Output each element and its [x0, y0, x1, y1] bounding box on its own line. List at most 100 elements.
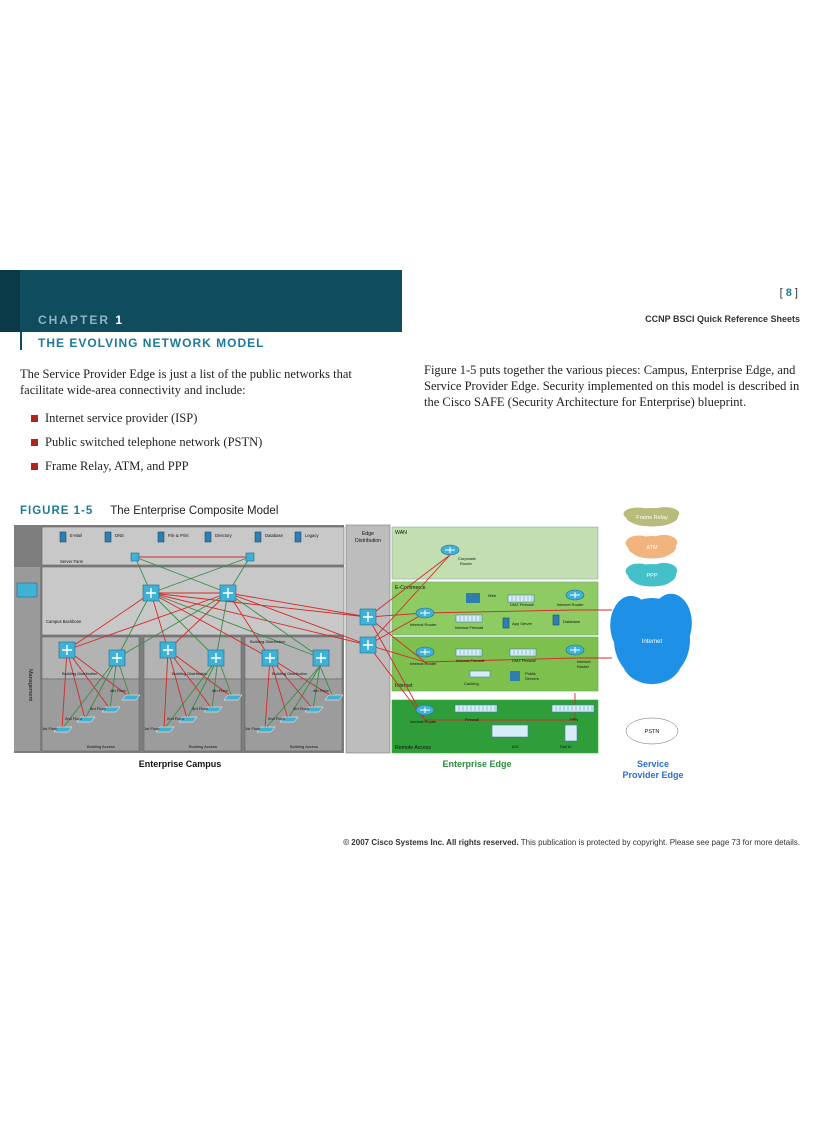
- firewall-label: Firewall: [465, 717, 479, 722]
- internet-router-label: Internet: [577, 659, 591, 664]
- access-uplink: [84, 657, 118, 720]
- access-uplink: [61, 649, 68, 730]
- switch-arrows-icon: [163, 645, 173, 655]
- right-paragraph: Figure 1-5 puts together the various pie…: [424, 363, 800, 409]
- uplink: [150, 592, 217, 659]
- page-number-value: 8: [785, 287, 792, 299]
- diagram-layer: EdgeDistributionWANE-CommerceInternetRem…: [14, 507, 692, 780]
- workstation-icon: [256, 726, 276, 733]
- server-label: Directory: [215, 533, 233, 538]
- access-uplink: [66, 649, 131, 698]
- edge-module-link: [367, 616, 426, 721]
- ecommerce-label: E-Commerce: [395, 585, 426, 591]
- internet-module: [391, 636, 599, 692]
- chapter-number: 1: [115, 313, 125, 327]
- page-number: [ 8 ]: [779, 287, 798, 299]
- access-uplink: [312, 665, 321, 710]
- workstation-icon: [304, 706, 324, 713]
- workstation-icon: [76, 716, 96, 723]
- access-uplink: [167, 649, 188, 720]
- server-farm-uplink: [134, 556, 229, 594]
- ppn-label: PPN: [570, 717, 578, 722]
- service-provider-edge-caption: Provider Edge: [622, 770, 683, 780]
- dmz-firewall-label: DMZ Firewall: [512, 658, 536, 663]
- switch-arrows-icon: [146, 588, 156, 598]
- server-farm-uplink: [150, 556, 251, 594]
- campus-backbone-label: Campus Backbone: [46, 619, 82, 624]
- building-distribution-label: Building Distribution: [62, 671, 97, 676]
- internet-cloud-label: Internet: [642, 639, 663, 645]
- server-icon: [204, 531, 212, 543]
- uplink: [227, 592, 271, 659]
- uplink: [66, 592, 229, 651]
- series-name: CCNP BSCI Quick Reference Sheets: [645, 314, 800, 324]
- edge-uplink: [150, 592, 369, 646]
- uplink: [150, 592, 271, 659]
- access-uplink: [287, 665, 321, 720]
- building-access-panel: [244, 678, 343, 752]
- server-icon: [104, 531, 112, 543]
- server-icon: [59, 531, 67, 543]
- workstation-icon: [203, 706, 223, 713]
- server-farm-switch-icon: [245, 552, 255, 562]
- access-uplink: [264, 657, 271, 730]
- uplink: [150, 592, 169, 651]
- dmz-firewall-label: DMZ Firewall: [510, 602, 534, 607]
- uplink: [167, 592, 229, 651]
- firewall-icon: [454, 704, 498, 713]
- access-uplink: [211, 657, 219, 710]
- uplink: [66, 592, 152, 651]
- uplink: [116, 592, 229, 659]
- router-arrows-icon: [420, 707, 430, 713]
- floor-label: 4th Floor: [110, 688, 126, 693]
- ppn-icon: [551, 704, 595, 713]
- edge-module-link: [367, 644, 426, 721]
- floor-label: 3rd Floor: [293, 706, 310, 711]
- building-access-label: Building Access: [290, 744, 318, 749]
- workstation-icon: [324, 694, 344, 701]
- title-rule: [20, 332, 22, 350]
- ecommerce-link: [424, 609, 576, 614]
- floor-label: 4th Floor: [212, 688, 228, 693]
- dial-in-label: Dial In: [560, 744, 571, 749]
- server-label: Database: [265, 533, 284, 538]
- server-farm-label: Server Farm: [60, 559, 84, 564]
- edge-module-link: [367, 554, 451, 618]
- management-panel: [14, 567, 40, 751]
- frame-relay-cloud: [631, 515, 673, 527]
- building-access-label: Building Access: [87, 744, 115, 749]
- workstation-icon: [101, 706, 121, 713]
- bullet-item: Frame Relay, ATM, and PPP: [20, 458, 380, 474]
- internet-cloud: [621, 633, 683, 685]
- left-column: The Service Provider Edge is just a list…: [20, 366, 380, 482]
- building-access-label: Building Access: [189, 744, 217, 749]
- switch-arrows-icon: [265, 653, 275, 663]
- access-uplink: [167, 649, 213, 710]
- floor-label: 1st Floor: [42, 726, 58, 731]
- service-provider-edge-caption: Service: [637, 759, 669, 769]
- access-uplink: [319, 665, 334, 698]
- ids-label: IDS: [512, 744, 519, 749]
- router-arrows-icon: [570, 592, 580, 598]
- internal-firewall-label: Internal Firewall: [456, 658, 484, 663]
- copyright-text: This publication is protected by copyrig…: [520, 838, 800, 847]
- frame-relay-label: Frame Relay: [636, 515, 668, 521]
- app-server-label: App Server: [512, 621, 533, 626]
- workstation-icon: [178, 716, 198, 723]
- internal-firewall-label: Internal Firewall: [455, 625, 483, 630]
- floor-label: 2nd Floor: [268, 716, 286, 721]
- internet-link: [424, 657, 576, 663]
- access-uplink: [163, 649, 169, 730]
- switch-arrows-icon: [62, 645, 72, 655]
- atm-label: ATM: [646, 545, 658, 551]
- caching-icon: [469, 670, 491, 678]
- wan-module: [391, 526, 599, 580]
- switch-arrows-icon: [223, 588, 233, 598]
- figure-number: FIGURE 1-5: [20, 505, 94, 517]
- chapter-word: CHAPTER: [38, 313, 111, 327]
- access-uplink: [163, 657, 219, 730]
- internet-module-label: Internet: [395, 683, 413, 689]
- campus-backbone-panel: [41, 566, 345, 636]
- figure-label: FIGURE 1-5 The Enterprise Composite Mode…: [20, 505, 278, 517]
- corporate-router-label: Router: [460, 561, 473, 566]
